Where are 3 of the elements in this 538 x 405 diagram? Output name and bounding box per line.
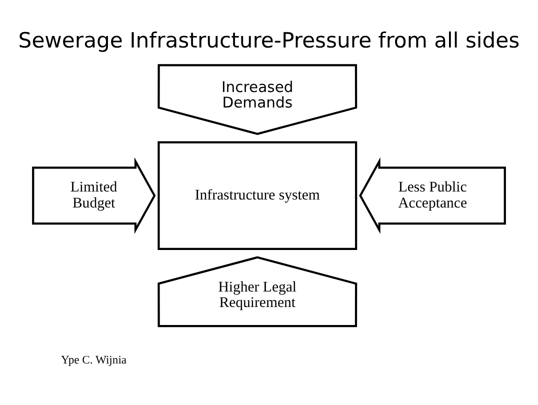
diagram-title: Sewerage Infrastructure-Pressure from all sides [18,26,520,52]
node-box: Infrastructure system [158,140,358,250]
label: Ype C. Wijnia [61,353,127,366]
